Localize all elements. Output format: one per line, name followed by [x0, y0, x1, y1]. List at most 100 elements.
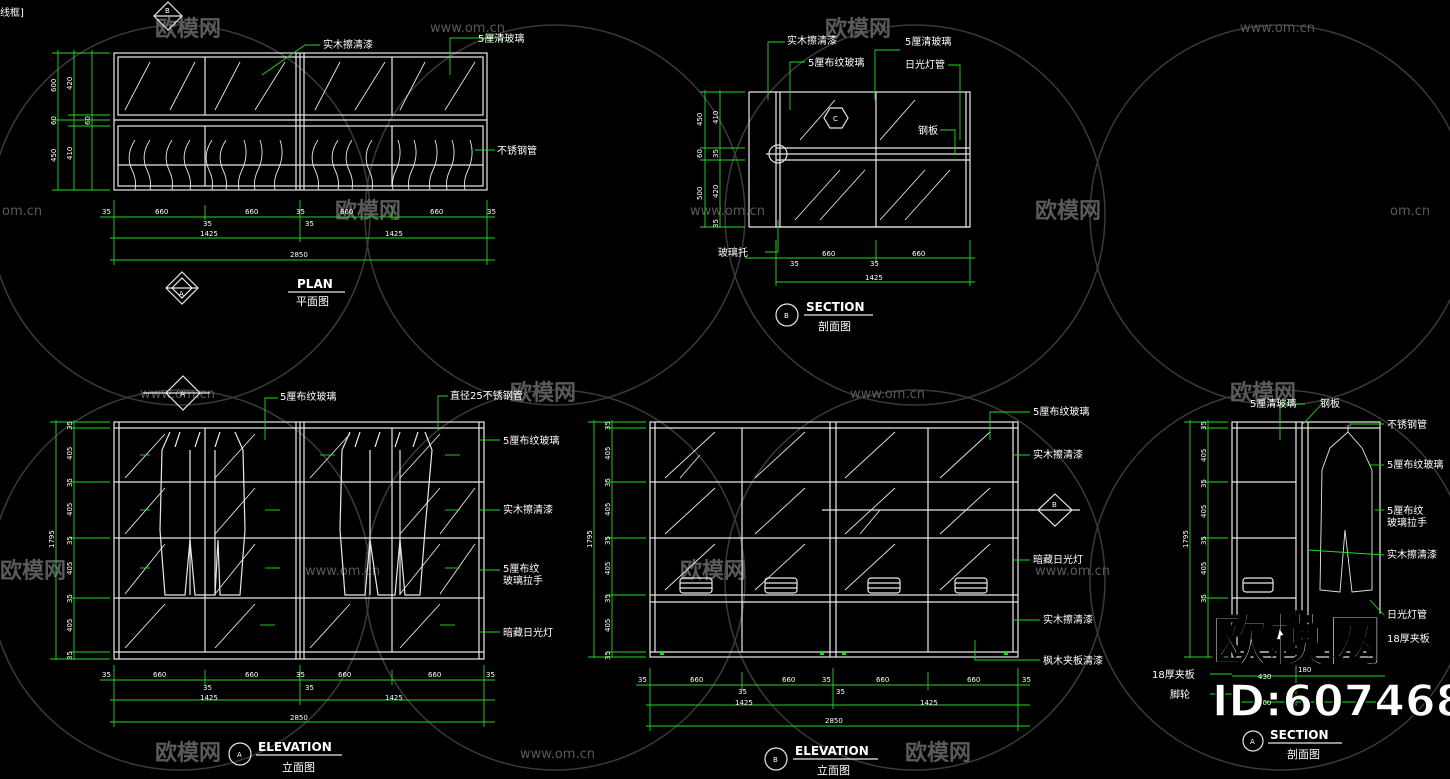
callout-label: 实木擦清漆 [1387, 548, 1437, 561]
watermark-site: www.om.cn [690, 204, 765, 219]
svg-text:35: 35 [102, 208, 111, 216]
svg-text:405: 405 [66, 619, 74, 632]
section-marker-top [165, 375, 201, 411]
callout-label: 日光灯管 [905, 58, 945, 71]
svg-text:180: 180 [1298, 666, 1311, 674]
watermark-brand: 欧模网 [680, 558, 746, 584]
callout-label: 钢板 [1320, 397, 1340, 410]
svg-text:2850: 2850 [290, 251, 308, 259]
svg-text:35: 35 [486, 671, 495, 679]
svg-text:35: 35 [870, 260, 879, 268]
svg-text:B: B [1052, 501, 1057, 509]
watermark-brand: 欧模网 [1230, 380, 1296, 406]
svg-text:60: 60 [84, 116, 92, 125]
svg-text:35: 35 [604, 594, 612, 603]
callout-label: 玻璃拉手 [503, 574, 543, 587]
callout-label: 暗藏日光灯 [1033, 553, 1083, 566]
svg-text:35: 35 [712, 219, 720, 228]
callout-label: 不锈钢管 [1387, 418, 1427, 431]
callout-label: 5厘布纹玻璃 [808, 56, 864, 69]
svg-text:35: 35 [203, 220, 212, 228]
view-subtitle: 平面图 [296, 295, 329, 308]
view-title: SECTION [806, 300, 865, 314]
callout-label: 不锈钢管 [497, 144, 537, 157]
svg-text:35: 35 [604, 651, 612, 660]
svg-text:405: 405 [66, 503, 74, 516]
svg-text:405: 405 [66, 447, 74, 460]
svg-text:35: 35 [822, 676, 831, 684]
watermark-brand: 欧模网 [825, 16, 891, 42]
svg-text:1795: 1795 [48, 530, 56, 548]
svg-text:1425: 1425 [385, 230, 403, 238]
svg-text:60: 60 [50, 116, 58, 125]
svg-text:405: 405 [604, 562, 612, 575]
callout-label: 5厘布纹玻璃 [1033, 405, 1089, 418]
svg-text:1425: 1425 [865, 274, 883, 282]
folded-clothes [679, 577, 988, 594]
svg-text:35: 35 [738, 688, 747, 696]
callout-label: 5厘布纹玻璃 [1387, 458, 1443, 471]
svg-text:660: 660 [338, 671, 351, 679]
coats-right [339, 431, 433, 596]
svg-text:A: A [180, 390, 185, 398]
watermark-site: www.om.cn [850, 387, 925, 402]
svg-text:35: 35 [66, 478, 74, 487]
svg-text:2850: 2850 [290, 714, 308, 722]
svg-text:660: 660 [822, 250, 835, 258]
watermark-site: www.om.cn [1240, 21, 1315, 36]
svg-text:35: 35 [712, 149, 720, 158]
svg-text:35: 35 [790, 260, 799, 268]
svg-text:660: 660 [876, 676, 889, 684]
callout-label: 5厘清玻璃 [1250, 397, 1296, 410]
view-title: SECTION [1270, 728, 1329, 742]
view-title: PLAN [297, 277, 333, 291]
view-title: ELEVATION [258, 740, 332, 754]
callout-label: 暗藏日光灯 [503, 626, 553, 639]
svg-text:35: 35 [604, 478, 612, 487]
svg-text:35: 35 [1200, 421, 1208, 430]
svg-text:35: 35 [604, 421, 612, 430]
svg-text:660: 660 [967, 676, 980, 684]
watermark-site: www.om.cn [140, 387, 215, 402]
svg-text:35: 35 [66, 421, 74, 430]
svg-text:660: 660 [153, 671, 166, 679]
svg-text:660: 660 [155, 208, 168, 216]
watermark-brand: 欧模网 [905, 740, 971, 766]
svg-text:405: 405 [604, 503, 612, 516]
svg-text:35: 35 [638, 676, 647, 684]
svg-text:35: 35 [66, 651, 74, 660]
big-brand-text: 欧模网 [1210, 607, 1384, 675]
svg-text:1425: 1425 [735, 699, 753, 707]
callout-label: 5厘布纹玻璃 [503, 434, 559, 447]
svg-text:35: 35 [102, 671, 111, 679]
big-watermark: 欧模网 ID:607468 [1209, 606, 1450, 728]
watermark-site: om.cn [1390, 204, 1430, 219]
view-subtitle: 立面图 [817, 763, 850, 777]
svg-text:405: 405 [66, 562, 74, 575]
callout-label: 玻璃拉手 [1387, 516, 1427, 529]
svg-text:1795: 1795 [586, 530, 594, 548]
svg-text:35: 35 [66, 536, 74, 545]
callout-label: 5厘布纹 [503, 562, 539, 575]
watermark-site: www.om.cn [1035, 564, 1110, 579]
svg-text:405: 405 [1200, 562, 1208, 575]
callout-label: 实木擦清漆 [787, 34, 837, 47]
callout-label: 脚轮 [1170, 688, 1190, 701]
callout-label: 实木擦清漆 [323, 38, 373, 51]
svg-text:B: B [773, 756, 778, 764]
plan-view: B [50, 1, 537, 308]
svg-text:1425: 1425 [200, 694, 218, 702]
watermark-brand: 欧模网 [155, 16, 221, 42]
svg-text:405: 405 [604, 447, 612, 460]
svg-text:35: 35 [296, 208, 305, 216]
view-title: ELEVATION [795, 744, 869, 758]
svg-text:660: 660 [690, 676, 703, 684]
callout-label: 实木擦清漆 [1033, 448, 1083, 461]
svg-text:450: 450 [696, 113, 704, 126]
section-marker-side [1037, 493, 1073, 527]
svg-text:35: 35 [305, 220, 314, 228]
svg-text:660: 660 [430, 208, 443, 216]
svg-text:60: 60 [696, 149, 704, 158]
svg-text:1795: 1795 [1182, 530, 1190, 548]
svg-text:600: 600 [50, 79, 58, 92]
